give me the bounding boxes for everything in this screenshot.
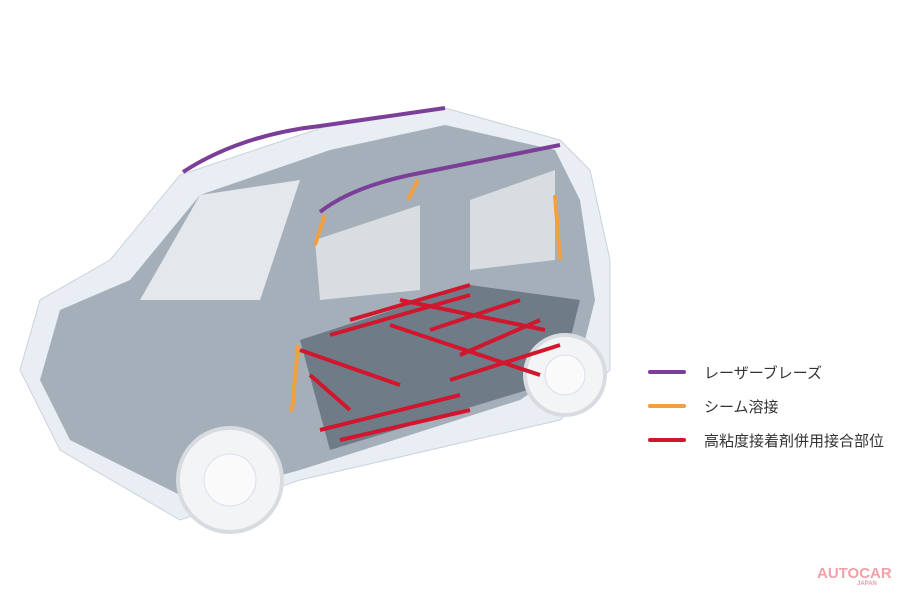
legend-item-adhesive: 高粘度接着剤併用接合部位 (648, 423, 884, 457)
legend-item-seam-weld: シーム溶接 (648, 389, 884, 423)
legend-swatch (648, 438, 686, 442)
watermark-brand: AUTOCAR (817, 565, 892, 582)
seam-weld-line (290, 344, 300, 413)
legend-swatch (648, 404, 686, 408)
floor (300, 285, 580, 450)
windshield (140, 180, 300, 300)
laser-braze-line (181, 106, 446, 174)
adhesive-lines (299, 283, 561, 442)
legend-label: レーザーブレーズ (704, 363, 823, 382)
laser-braze-line (318, 143, 561, 214)
legend-label: シーム溶接 (704, 397, 779, 416)
watermark-sub: JAPAN (857, 581, 877, 587)
seam-weld-line (406, 179, 420, 201)
seam-weld-line (553, 194, 562, 261)
front-door-window (315, 205, 420, 300)
seam-weld-line (313, 214, 327, 246)
legend: レーザーブレーズ シーム溶接 高粘度接着剤併用接合部位 (648, 355, 884, 457)
legend-item-laser-braze: レーザーブレーズ (648, 355, 884, 389)
legend-label: 高粘度接着剤併用接合部位 (704, 431, 885, 450)
legend-swatch (648, 370, 686, 374)
watermark-logo: AUTOCAR JAPAN (817, 565, 892, 587)
rear-window (470, 170, 555, 270)
